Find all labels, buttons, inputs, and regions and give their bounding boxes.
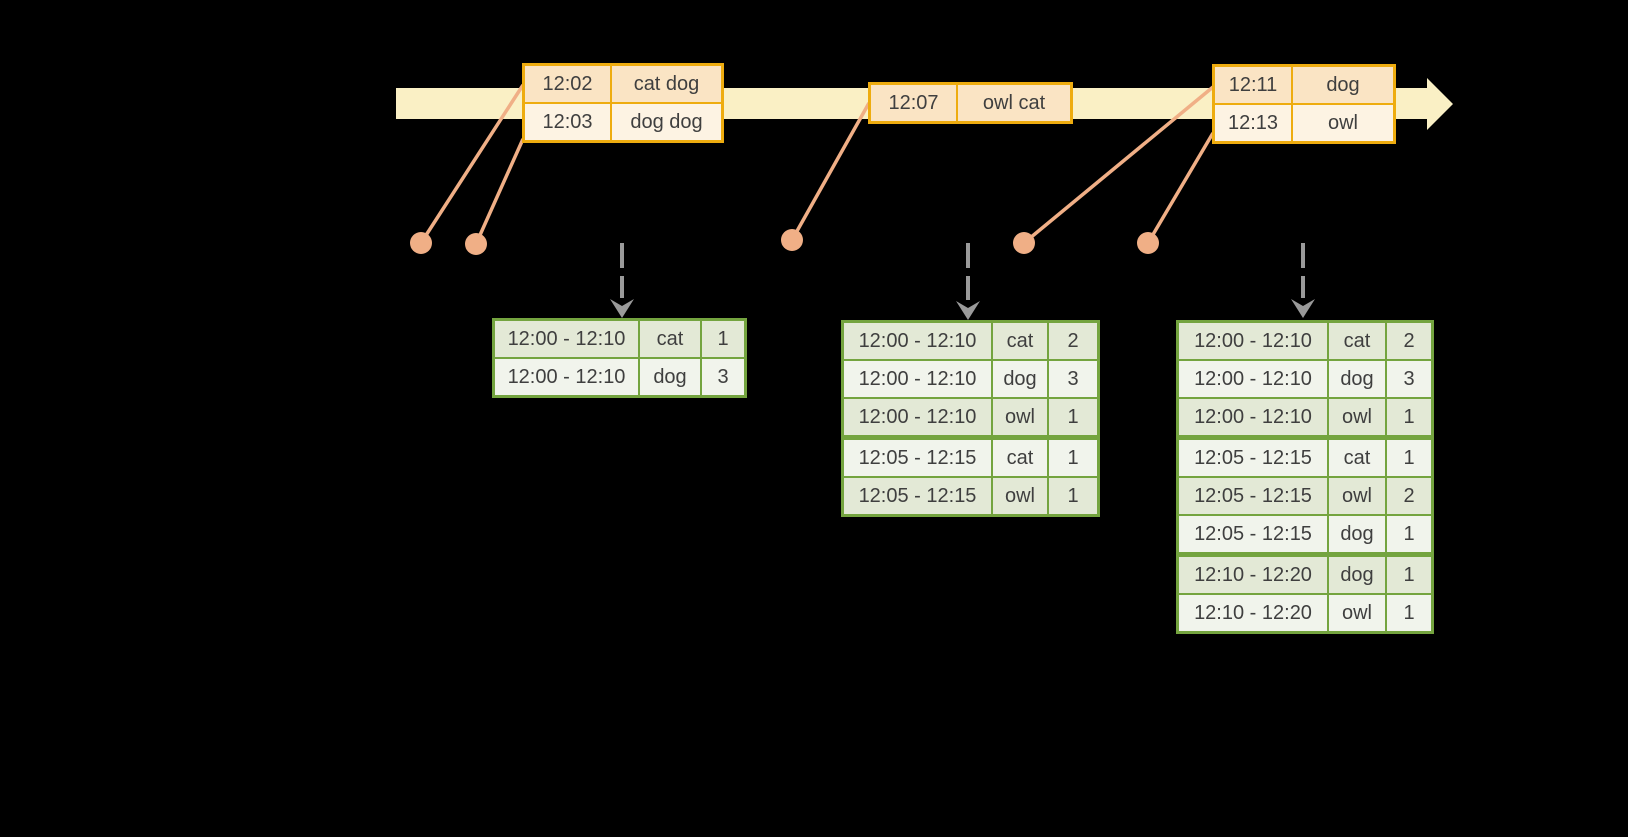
event-row: 12:02 cat dog xyxy=(525,66,721,102)
event-connector-line xyxy=(790,102,871,241)
count-cell: 1 xyxy=(1387,516,1431,552)
result-row: 12:00 - 12:10 dog 3 xyxy=(1179,361,1431,397)
event-words-cell: cat dog xyxy=(612,66,721,102)
window-cell: 12:00 - 12:10 xyxy=(844,361,991,397)
arrow-down-icon xyxy=(610,299,634,318)
window-cell: 12:05 - 12:15 xyxy=(1179,516,1327,552)
word-cell: cat xyxy=(640,321,700,357)
result-row: 12:05 - 12:15 cat 1 xyxy=(844,440,1097,476)
trigger-arrow-lines xyxy=(620,243,1305,300)
word-cell: owl xyxy=(993,478,1047,514)
event-words-cell: dog dog xyxy=(612,104,721,140)
event-time-cell: 12:11 xyxy=(1215,67,1291,103)
count-cell: 3 xyxy=(1049,361,1097,397)
window-cell: 12:10 - 12:20 xyxy=(1179,595,1327,631)
result-row: 12:05 - 12:15 dog 1 xyxy=(1179,516,1431,552)
event-connector-line xyxy=(474,138,525,245)
event-row: 12:11 dog xyxy=(1215,67,1393,103)
result-row: 12:00 - 12:10 cat 1 xyxy=(495,321,744,357)
event-dot-icon xyxy=(1013,232,1035,254)
event-row: 12:13 owl xyxy=(1215,105,1393,141)
word-cell: owl xyxy=(1329,595,1385,631)
word-cell: dog xyxy=(993,361,1047,397)
count-cell: 1 xyxy=(1049,399,1097,435)
result-row: 12:00 - 12:10 owl 1 xyxy=(1179,399,1431,435)
result-row: 12:00 - 12:10 dog 3 xyxy=(495,359,744,395)
count-cell: 2 xyxy=(1387,323,1431,359)
word-cell: cat xyxy=(993,323,1047,359)
count-cell: 1 xyxy=(1387,399,1431,435)
word-cell: cat xyxy=(1329,440,1385,476)
count-cell: 1 xyxy=(1387,595,1431,631)
event-dot-icon xyxy=(465,233,487,255)
event-time-cell: 12:02 xyxy=(525,66,610,102)
event-time-cell: 12:07 xyxy=(871,85,956,121)
window-cell: 12:05 - 12:15 xyxy=(844,478,991,514)
result-row: 12:00 - 12:10 owl 1 xyxy=(844,399,1097,435)
event-words-cell: owl xyxy=(1293,105,1393,141)
arrow-down-icon xyxy=(956,301,980,320)
window-cell: 12:00 - 12:10 xyxy=(1179,361,1327,397)
timeline-arrowhead-icon xyxy=(1427,78,1453,130)
word-cell: cat xyxy=(1329,323,1385,359)
window-cell: 12:00 - 12:10 xyxy=(495,321,638,357)
count-cell: 1 xyxy=(702,321,744,357)
event-dot-icon xyxy=(1137,232,1159,254)
event-connector-line xyxy=(419,84,525,244)
count-cell: 1 xyxy=(1387,440,1431,476)
result-table: 12:00 - 12:10 cat 2 12:00 - 12:10 dog 3 … xyxy=(841,320,1100,517)
word-cell: dog xyxy=(1329,516,1385,552)
result-row: 12:00 - 12:10 cat 2 xyxy=(1179,323,1431,359)
window-cell: 12:00 - 12:10 xyxy=(1179,399,1327,435)
result-row: 12:00 - 12:10 dog 3 xyxy=(844,361,1097,397)
result-row: 12:05 - 12:15 cat 1 xyxy=(1179,440,1431,476)
result-row: 12:00 - 12:10 cat 2 xyxy=(844,323,1097,359)
word-cell: dog xyxy=(640,359,700,395)
event-row: 12:07 owl cat xyxy=(871,85,1070,121)
event-words-cell: owl cat xyxy=(958,85,1070,121)
window-cell: 12:10 - 12:20 xyxy=(1179,557,1327,593)
event-table: 12:02 cat dog 12:03 dog dog xyxy=(522,63,724,143)
window-cell: 12:00 - 12:10 xyxy=(844,323,991,359)
word-cell: owl xyxy=(993,399,1047,435)
event-connector-lines xyxy=(419,84,1215,245)
event-dot-icon xyxy=(781,229,803,251)
count-cell: 3 xyxy=(702,359,744,395)
result-table: 12:00 - 12:10 cat 2 12:00 - 12:10 dog 3 … xyxy=(1176,320,1434,634)
event-time-cell: 12:13 xyxy=(1215,105,1291,141)
count-cell: 2 xyxy=(1387,478,1431,514)
count-cell: 1 xyxy=(1049,440,1097,476)
word-cell: cat xyxy=(993,440,1047,476)
event-dot-icon xyxy=(410,232,432,254)
event-connector-line xyxy=(1146,132,1215,244)
window-cell: 12:00 - 12:10 xyxy=(844,399,991,435)
result-row: 12:10 - 12:20 owl 1 xyxy=(1179,595,1431,631)
event-time-cell: 12:03 xyxy=(525,104,610,140)
window-cell: 12:05 - 12:15 xyxy=(1179,478,1327,514)
count-cell: 3 xyxy=(1387,361,1431,397)
window-cell: 12:05 - 12:15 xyxy=(844,440,991,476)
result-table: 12:00 - 12:10 cat 1 12:00 - 12:10 dog 3 xyxy=(492,318,747,398)
event-dots xyxy=(410,229,1159,255)
result-row: 12:05 - 12:15 owl 2 xyxy=(1179,478,1431,514)
event-table: 12:11 dog 12:13 owl xyxy=(1212,64,1396,144)
arrow-down-icon xyxy=(1291,299,1315,318)
count-cell: 1 xyxy=(1387,557,1431,593)
result-row: 12:10 - 12:20 dog 1 xyxy=(1179,557,1431,593)
word-cell: owl xyxy=(1329,478,1385,514)
window-cell: 12:00 - 12:10 xyxy=(495,359,638,395)
event-table: 12:07 owl cat xyxy=(868,82,1073,124)
word-cell: dog xyxy=(1329,557,1385,593)
count-cell: 2 xyxy=(1049,323,1097,359)
event-words-cell: dog xyxy=(1293,67,1393,103)
count-cell: 1 xyxy=(1049,478,1097,514)
trigger-arrowheads xyxy=(610,299,1315,320)
event-row: 12:03 dog dog xyxy=(525,104,721,140)
word-cell: owl xyxy=(1329,399,1385,435)
window-cell: 12:00 - 12:10 xyxy=(1179,323,1327,359)
word-cell: dog xyxy=(1329,361,1385,397)
result-row: 12:05 - 12:15 owl 1 xyxy=(844,478,1097,514)
event-connector-line xyxy=(1022,85,1215,245)
window-cell: 12:05 - 12:15 xyxy=(1179,440,1327,476)
